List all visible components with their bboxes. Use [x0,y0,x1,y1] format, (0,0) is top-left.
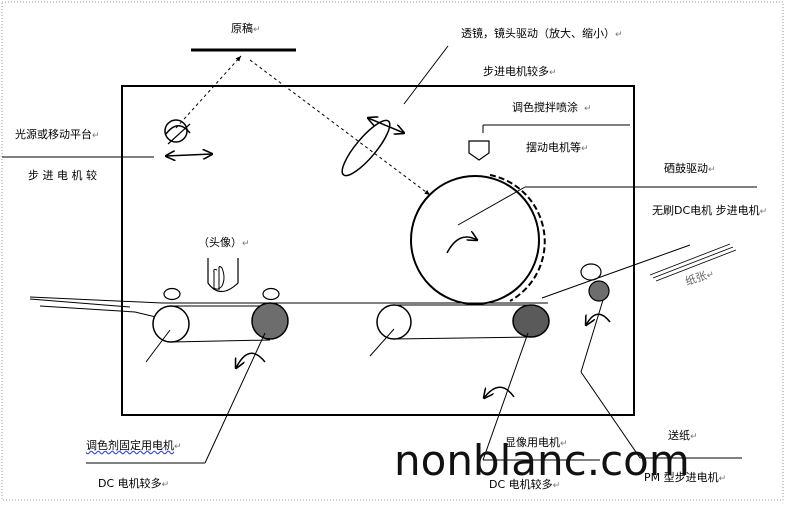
label-drum-drive: 硒鼓驱动↵ [664,162,716,175]
copier-body [121,85,635,416]
drum-dashed-arc [489,174,546,302]
paper-exit-line [541,244,691,299]
page-border [1,1,784,501]
lens [341,119,391,177]
photoconductor-drum [410,175,540,305]
transfer-roller-white [376,304,412,340]
label-stepper-less: 步 进 电 机 较 [28,169,97,182]
label-swing-motor: 摆动电机等↵ [526,141,589,154]
label-dc-more-1: DC 电机较多↵ [98,477,170,490]
light-source-move-arrow [166,154,212,156]
develop-roller-drive [512,304,550,338]
fixing-rotation-arrow [236,352,266,368]
fixing-roller-drive [251,302,289,340]
label-lens-drive: 透镜，镜头驱动（放大、缩小）↵ [461,27,623,40]
label-original: 原稿↵ [231,22,261,35]
pressure-roller-left [163,287,181,301]
belt-1-bottom [170,339,271,343]
label-stepper-more-1: 步进电机较多↵ [483,65,557,78]
belt-2-bottom [392,336,532,340]
label-paper-feed: 送纸↵ [668,429,698,442]
label-develop-motor: 显像用电机↵ [505,436,568,449]
head-icon-strokes [213,266,225,290]
pressure-roller-right [262,287,280,301]
feed-roller-drive [588,280,610,302]
label-pm-stepper: PM 型步进电机↵ [644,471,727,484]
paper-stack [649,243,737,282]
label-color-mix-spray: 调色搅拌喷涂↵ [512,101,592,114]
feed-rotation-arrow [586,313,611,325]
develop-rotation-arrow [484,386,515,398]
optical-path-up [175,55,242,129]
paper-entry-line-3 [29,298,131,308]
label-light-source: 光源或移动平台↵ [15,128,100,141]
light-source [164,119,191,145]
paper-entry-line-1 [29,296,163,304]
paper-entry-line-2 [39,305,161,319]
leader-lines [2,45,757,464]
label-head: （头像）↵ [198,236,250,249]
fixing-roller-white [152,305,190,343]
optical-path-down [249,59,431,196]
head-icon [207,258,239,293]
lens-move-arrow [368,118,404,133]
drum-rotation-arrow [446,237,477,254]
label-toner-fix-motor: 调色剂固定用电机↵ [86,439,182,452]
toner-hopper [468,140,490,161]
label-brushless-motor: 无刷DC电机 步进电机↵ [652,204,768,217]
label-dc-more-2: DC 电机较多↵ [489,478,561,491]
watermark: nonblanc.com [394,436,690,485]
